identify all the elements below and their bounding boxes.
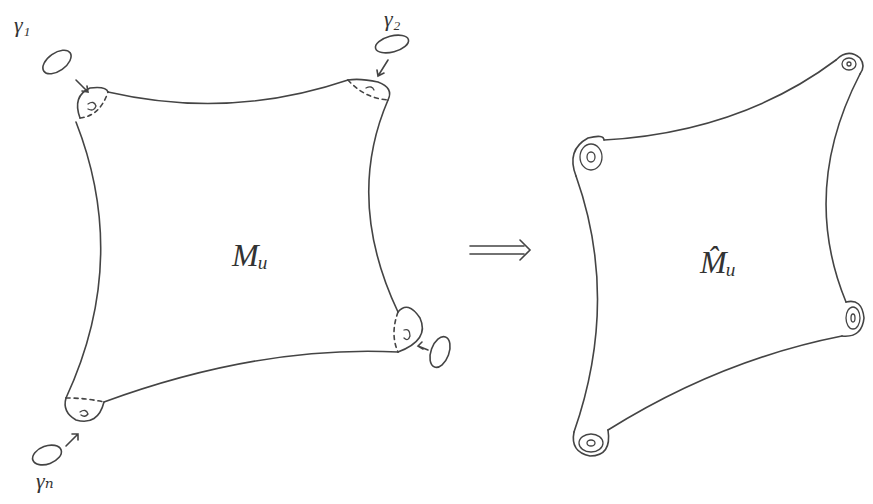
end-cap — [80, 410, 88, 416]
hidden-edge — [80, 92, 108, 118]
end-cap — [580, 144, 602, 170]
surface-edge — [842, 301, 864, 336]
implies-arrow — [470, 240, 530, 260]
pointer-arrow — [66, 434, 78, 446]
loop-circle — [374, 32, 411, 56]
hidden-edge — [394, 312, 398, 352]
manifold-name: Mᵤ — [232, 237, 268, 274]
curve-label: γ₁ — [14, 12, 30, 38]
surface-edge — [108, 80, 348, 104]
surface-edge — [66, 122, 101, 398]
loop-circle — [30, 441, 64, 468]
arrow-head — [520, 240, 530, 260]
surface-edge — [574, 176, 598, 432]
surface-edge — [573, 430, 608, 456]
curve-label: γ₂ — [384, 6, 400, 32]
hidden-edge — [348, 80, 388, 100]
end-cap — [579, 434, 603, 452]
hidden-edge — [66, 398, 104, 402]
surface-edge — [573, 136, 604, 176]
end-cap — [587, 152, 595, 162]
manifold-surface: M̂ᵤ — [560, 30, 868, 470]
end-cap — [366, 87, 374, 90]
loop-circle — [426, 334, 454, 370]
loop-circle — [39, 45, 76, 78]
surface-edge — [826, 74, 860, 302]
end-cap — [404, 330, 410, 340]
surface-edge — [348, 79, 390, 100]
end-cap — [851, 314, 855, 322]
pointer-arrow — [418, 342, 428, 350]
pointer-arrow — [377, 60, 388, 76]
end-cap — [847, 62, 851, 66]
surface-edge — [608, 336, 842, 430]
end-cap — [587, 440, 595, 446]
manifold-name: M̂ᵤ — [700, 244, 736, 281]
surface-edge — [78, 88, 108, 119]
surface-edge — [65, 398, 104, 421]
surface-edge — [104, 351, 398, 402]
arrow-shaft — [470, 245, 524, 247]
surface-edge — [369, 100, 398, 312]
surface-edge — [398, 307, 422, 352]
surface-edge — [604, 60, 836, 140]
end-cap — [88, 102, 96, 110]
manifold-surface: Mᵤ — [40, 30, 450, 450]
end-cap — [846, 307, 860, 329]
arrow-shaft — [470, 253, 524, 255]
end-cap — [842, 58, 856, 70]
surface-edge — [836, 53, 863, 74]
curve-label: γₙ — [36, 468, 54, 494]
